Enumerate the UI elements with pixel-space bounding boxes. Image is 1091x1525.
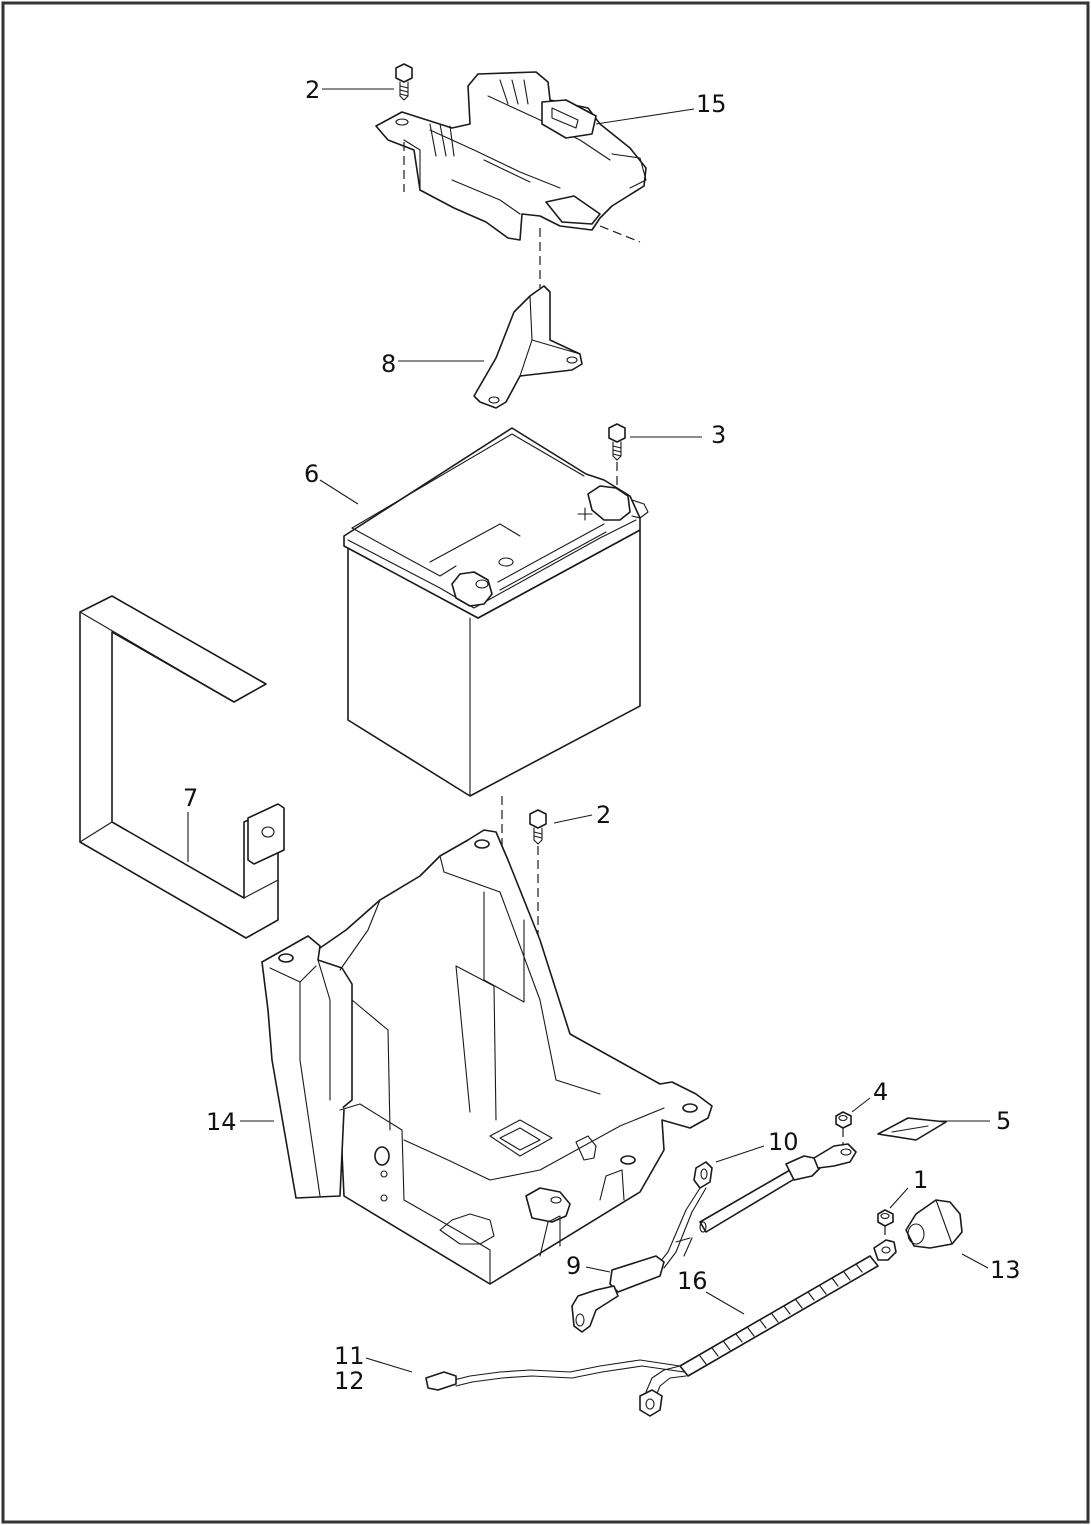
leader-lines <box>187 88 990 1373</box>
part-13-terminal-boot <box>905 1199 963 1249</box>
part-5-label <box>877 1117 947 1141</box>
callout-12: 12 <box>334 1367 365 1395</box>
leader-9 <box>585 1266 611 1273</box>
part-3-screw <box>608 423 626 461</box>
callout-labels: 2 15 8 3 6 7 2 14 4 5 10 1 13 9 16 11 12 <box>183 76 1021 1395</box>
callout-15: 15 <box>696 90 727 118</box>
callout-2-top: 2 <box>305 76 320 104</box>
part-6-battery <box>343 427 649 797</box>
callout-2-lower: 2 <box>596 801 611 829</box>
leader-16 <box>705 1291 745 1315</box>
leader-1 <box>889 1187 909 1209</box>
callout-10: 10 <box>768 1128 799 1156</box>
callout-9: 9 <box>566 1252 581 1280</box>
callout-8: 8 <box>381 350 396 378</box>
leader-11-12 <box>365 1357 413 1373</box>
part-9-cable <box>571 1161 713 1333</box>
callout-13: 13 <box>990 1256 1021 1284</box>
leader-13 <box>961 1253 989 1269</box>
part-4-nut <box>835 1111 852 1129</box>
part-10-cable <box>699 1143 857 1233</box>
part-15-electrical-caddy <box>375 71 647 241</box>
part-16-positive-cable <box>425 1239 897 1417</box>
leader-6 <box>319 479 359 505</box>
part-8-bracket <box>473 285 583 409</box>
callout-4: 4 <box>873 1078 888 1106</box>
callout-5: 5 <box>996 1107 1011 1135</box>
leader-4 <box>851 1097 871 1113</box>
callout-1: 1 <box>913 1166 928 1194</box>
part-2-screw-top <box>395 63 413 101</box>
callout-16: 16 <box>677 1267 708 1295</box>
part-7-strap <box>79 595 285 939</box>
callout-11: 11 <box>334 1342 365 1370</box>
leader-15 <box>595 108 695 125</box>
part-2-screw-lower <box>529 809 547 845</box>
callout-3: 3 <box>711 421 726 449</box>
dash-line <box>599 225 641 243</box>
callout-7: 7 <box>183 784 198 812</box>
callout-14: 14 <box>206 1108 237 1136</box>
callout-6: 6 <box>304 460 319 488</box>
leader-2-lower <box>553 814 593 824</box>
leader-10 <box>715 1145 765 1163</box>
part-1-nut <box>877 1209 894 1227</box>
part-14-battery-tray <box>261 829 713 1285</box>
